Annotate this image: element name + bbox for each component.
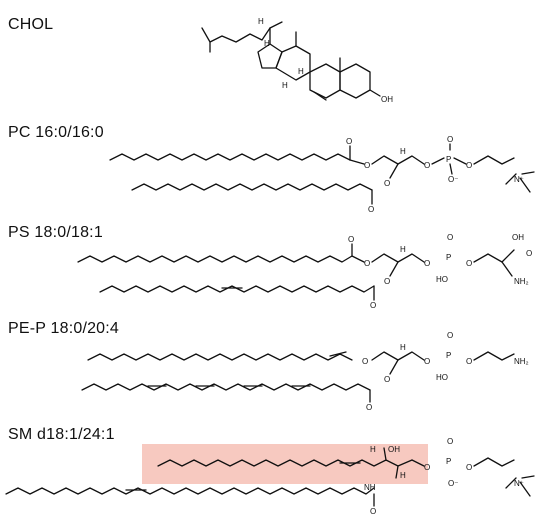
pc-ester-o-1: O	[346, 137, 352, 146]
pe-p-phosphate-o-2: O	[447, 331, 453, 340]
lipid-label-chol: CHOL	[8, 16, 54, 33]
pc-phosphate-o-2: O	[447, 135, 453, 144]
sm-structure: H OH H NH O P O O⁻ O N⁺ O	[5, 437, 535, 516]
ps-sn2-o: O	[384, 277, 390, 286]
pe-p-phosphate-o-3: O	[466, 357, 472, 366]
pe-p-vinyl-ether-o: O	[362, 357, 368, 366]
pe-p-ester-o: O	[366, 403, 372, 412]
cholesterol-structure: H OH H H H	[201, 17, 393, 104]
ps-serine-oh: OH	[512, 233, 524, 242]
ps-structure: O O H O O P O HO O NH₂ OH O O	[77, 233, 532, 310]
ps-ester-o-1: O	[348, 235, 354, 244]
chol-h-label-1: H	[258, 17, 264, 26]
pe-p-phosphate-ho: HO	[436, 373, 448, 382]
lipid-label-sm: SM d18:1/24:1	[8, 426, 115, 443]
lipid-label-ps: PS 18:0/18:1	[8, 224, 103, 241]
pc-ester-o-3: O	[368, 205, 374, 214]
ps-serine-o: O	[526, 249, 532, 258]
ps-serine-nh2: NH₂	[514, 277, 529, 286]
ps-phosphorus: P	[446, 253, 451, 262]
sm-choline-n: N⁺	[514, 479, 524, 488]
sm-phosphorus: P	[446, 457, 451, 466]
sm-h-label-2: H	[400, 471, 406, 480]
pe-p-phosphorus: P	[446, 351, 451, 360]
sm-h-label: H	[370, 445, 376, 454]
pc-phosphate-o-1: O	[424, 161, 430, 170]
chol-h-label-2: H	[264, 39, 270, 48]
pc-choline-n: N⁺	[514, 175, 524, 184]
pe-p-structure: O H O O P O HO O NH₂ O	[81, 331, 529, 412]
ps-glycerol-h: H	[400, 245, 406, 254]
sm-oh-label: OH	[388, 445, 400, 454]
sm-amide-nh: NH	[364, 483, 376, 492]
ps-phosphate-ho: HO	[436, 275, 448, 284]
pc-structure: O O H O O P O O⁻ O N⁺ O	[109, 135, 535, 214]
sm-phosphate-o-1: O	[424, 463, 430, 472]
sm-phosphate-o-2: O	[447, 437, 453, 446]
ps-ester-o-3: O	[370, 301, 376, 310]
pc-sn2-o: O	[384, 179, 390, 188]
pe-p-sn2-o: O	[384, 375, 390, 384]
pe-p-glycerol-h: H	[400, 343, 406, 352]
ps-ester-o-2: O	[364, 259, 370, 268]
pe-p-phosphate-o-1: O	[424, 357, 430, 366]
pc-phosphorus: P	[446, 155, 451, 164]
chol-h-label-3: H	[298, 67, 304, 76]
pc-ester-o-2: O	[364, 161, 370, 170]
chol-oh-label: OH	[381, 95, 393, 104]
pc-glycerol-h: H	[400, 147, 406, 156]
lipid-label-pc: PC 16:0/16:0	[8, 124, 104, 141]
chol-h-label-4: H	[282, 81, 288, 90]
pc-phosphate-o-minus: O⁻	[448, 175, 458, 184]
sm-phosphate-o-minus: O⁻	[448, 479, 458, 488]
sm-highlight-box	[142, 444, 428, 484]
sm-amide-o: O	[370, 507, 376, 516]
sm-phosphate-o-3: O	[466, 463, 472, 472]
pc-phosphate-o-3: O	[466, 161, 472, 170]
pe-p-ethanolamine-nh2: NH₂	[514, 357, 529, 366]
ps-phosphate-o-1: O	[424, 259, 430, 268]
lipid-label-pe-p: PE-P 18:0/20:4	[8, 320, 120, 337]
ps-phosphate-o-3: O	[466, 259, 472, 268]
ps-phosphate-o-2: O	[447, 233, 453, 242]
